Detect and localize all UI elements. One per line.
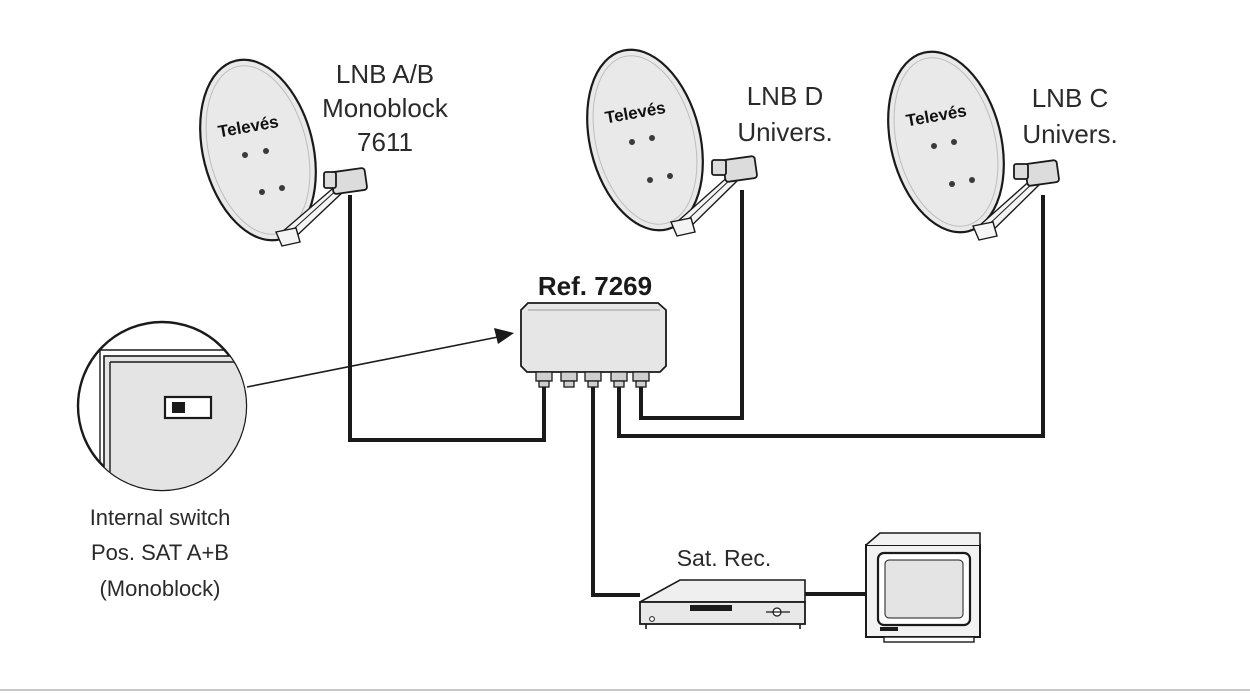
switch-label-line2: Pos. SAT A+B bbox=[91, 540, 229, 565]
sat-receiver bbox=[639, 579, 806, 629]
lnb-ab-label-line1: LNB A/B bbox=[336, 59, 434, 89]
cable-lnb-d bbox=[639, 190, 744, 420]
dip-switch-icon bbox=[163, 395, 213, 420]
dish-2: Televés bbox=[586, 48, 758, 237]
dish-3: Televés bbox=[887, 50, 1060, 241]
lnb-d-label-line1: LNB D bbox=[747, 81, 824, 111]
switch-label-line1: Internal switch bbox=[90, 505, 231, 530]
lnb-ab-label-line2: Monoblock bbox=[322, 93, 449, 123]
cable-lnb-c bbox=[617, 195, 1045, 438]
lnb-c-label-line1: LNB C bbox=[1032, 83, 1109, 113]
switch-box-body bbox=[520, 302, 667, 373]
receiver-label: Sat. Rec. bbox=[677, 545, 772, 571]
switch-box-connectors bbox=[535, 371, 650, 388]
lnb-d-unit bbox=[711, 155, 758, 183]
lnb-d-label-line2: Univers. bbox=[737, 117, 832, 147]
lnb-ab-label-line3: 7611 bbox=[357, 127, 413, 157]
lnb-c-unit bbox=[1013, 159, 1060, 187]
pointer-arrow bbox=[246, 328, 514, 388]
lnb-c-label-line2: Univers. bbox=[1022, 119, 1117, 149]
cable-receiver bbox=[591, 385, 640, 597]
dish-reflector bbox=[586, 48, 704, 232]
dish-hole bbox=[242, 152, 248, 158]
switch-label-line3: (Monoblock) bbox=[99, 576, 220, 601]
dish-1: Televés bbox=[199, 58, 368, 247]
lnb-ab-unit bbox=[323, 167, 368, 195]
cable-lnb-ab bbox=[348, 195, 546, 442]
switch-box bbox=[520, 302, 667, 388]
tv-set bbox=[865, 532, 981, 643]
switch-ref-label: Ref. 7269 bbox=[538, 271, 652, 301]
